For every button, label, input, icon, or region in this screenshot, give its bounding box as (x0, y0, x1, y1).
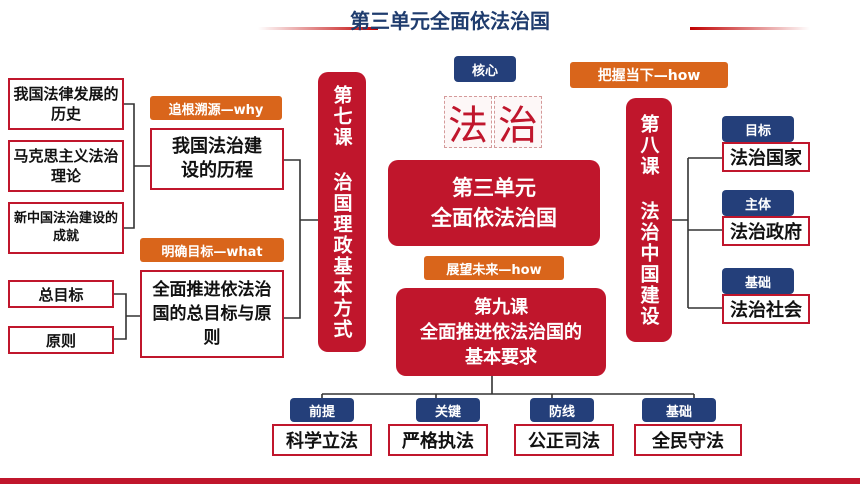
tag-grasp-present-how: 把握当下—how (570, 62, 728, 88)
bottom-strict-enforcement: 严格执法 (388, 424, 488, 456)
bottom-tag-premise: 前提 (290, 398, 354, 422)
core-char-zhi: 治 (494, 96, 542, 149)
lesson9-line1: 第九课 (474, 296, 528, 318)
history-process-box: 我国法治建设的历程 (150, 128, 284, 190)
bottom-universal-observance: 全民守法 (634, 424, 742, 456)
core-tag: 核心 (454, 56, 516, 82)
goal-item-principle: 原则 (8, 326, 114, 354)
tag-look-future-how: 展望未来—how (424, 256, 564, 280)
lesson9-line2: 全面推进依法治国的 (420, 321, 582, 343)
bottom-band (0, 478, 860, 484)
lesson8-label: 第八课 法治中国建设 (626, 98, 672, 342)
left-item-marxist-theory: 马克思主义法治理论 (8, 140, 124, 192)
center-line1: 第三单元 (452, 176, 536, 200)
lesson9-line3: 基本要求 (465, 346, 537, 368)
title-decoration-right (690, 27, 810, 30)
page-title: 第三单元全面依法治国 (350, 9, 550, 33)
goal-item-overall: 总目标 (8, 280, 114, 308)
lesson9-box: 第九课 全面推进依法治国的 基本要求 (396, 288, 606, 376)
tag-clarify-goal-what: 明确目标—what (140, 238, 284, 262)
bottom-tag-foundation: 基础 (642, 398, 716, 422)
bottom-tag-defense: 防线 (530, 398, 594, 422)
lesson8-rule-of-law-country: 法治国家 (722, 142, 810, 172)
center-unit-box: 第三单元 全面依法治国 (388, 160, 600, 246)
title-decoration-left (258, 27, 378, 30)
tag-trace-origins-why: 追根溯源—why (150, 96, 282, 120)
bottom-tag-key: 关键 (416, 398, 480, 422)
core-char-fa: 法 (444, 96, 492, 149)
left-item-law-history: 我国法律发展的历史 (8, 78, 124, 130)
overall-goal-principle-box: 全面推进依法治国的总目标与原则 (140, 270, 284, 358)
left-item-new-china-achievements: 新中国法治建设的成就 (8, 202, 124, 254)
lesson8-tag-goal: 目标 (722, 116, 794, 142)
lesson8-tag-subject: 主体 (722, 190, 794, 216)
center-line2: 全面依法治国 (431, 206, 557, 230)
bottom-fair-justice: 公正司法 (514, 424, 614, 456)
lesson8-rule-of-law-society: 法治社会 (722, 294, 810, 324)
lesson7-label: 第七课 治国理政基本方式 (318, 72, 366, 352)
lesson8-tag-foundation: 基础 (722, 268, 794, 294)
bottom-scientific-legislation: 科学立法 (272, 424, 372, 456)
lesson8-rule-of-law-government: 法治政府 (722, 216, 810, 246)
